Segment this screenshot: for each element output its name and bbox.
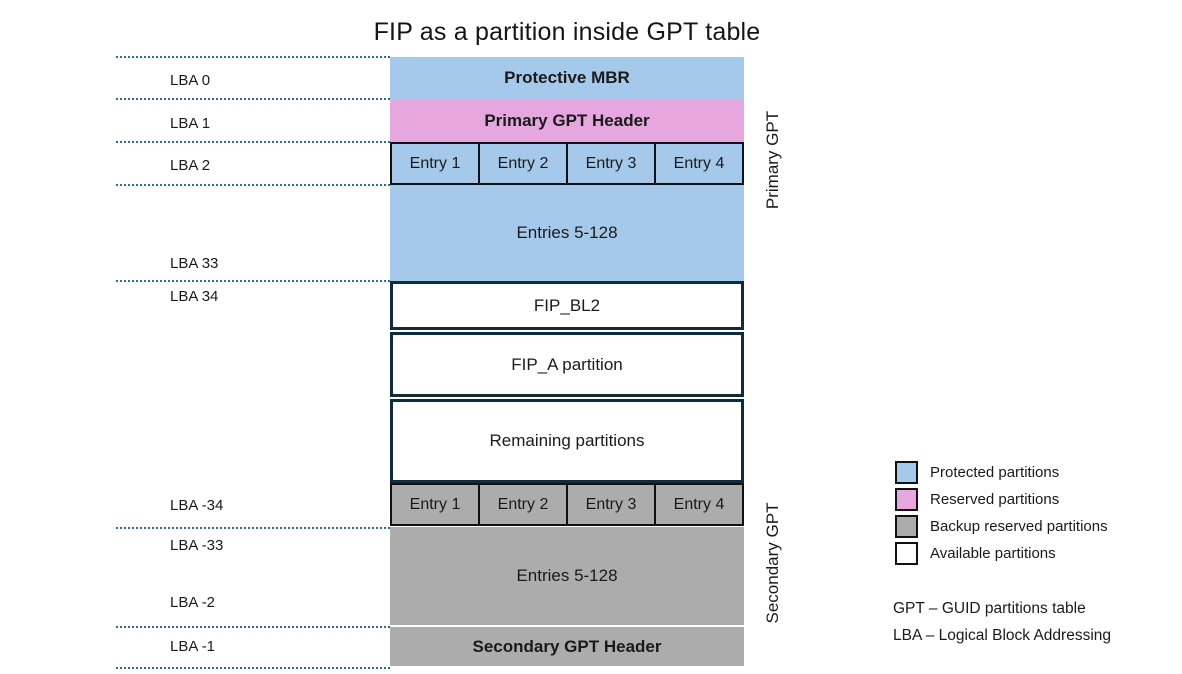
legend-item: Available partitions bbox=[895, 542, 1108, 565]
legend-item: Backup reserved partitions bbox=[895, 515, 1108, 538]
entry-cell: Entry 2 bbox=[480, 142, 568, 185]
legend: Protected partitions Reserved partitions… bbox=[895, 461, 1108, 569]
lba-label-33: LBA 33 bbox=[170, 255, 219, 272]
lba-label-34: LBA 34 bbox=[170, 288, 219, 305]
side-label-primary-gpt: Primary GPT bbox=[763, 110, 782, 210]
dotted-line bbox=[116, 527, 390, 529]
block-primary-entry-row: Entry 1 Entry 2 Entry 3 Entry 4 bbox=[390, 142, 744, 185]
lba-label-neg33: LBA -33 bbox=[170, 537, 224, 554]
side-label-secondary-gpt: Secondary GPT bbox=[763, 502, 782, 624]
lba-label-neg34: LBA -34 bbox=[170, 497, 224, 514]
entry-cell: Entry 4 bbox=[656, 483, 744, 526]
dotted-line bbox=[116, 667, 390, 669]
block-secondary-entry-row: Entry 1 Entry 2 Entry 3 Entry 4 bbox=[390, 483, 744, 526]
dotted-line bbox=[116, 184, 390, 186]
block-remaining-partitions: Remaining partitions bbox=[390, 399, 744, 483]
block-secondary-gpt-header: Secondary GPT Header bbox=[390, 627, 744, 666]
entry-cell: Entry 1 bbox=[390, 483, 480, 526]
block-primary-entries-5-128: Entries 5-128 bbox=[390, 185, 744, 281]
block-protective-mbr: Protective MBR bbox=[390, 57, 744, 99]
legend-item: Protected partitions bbox=[895, 461, 1108, 484]
dotted-line bbox=[116, 280, 390, 282]
lba-label-1: LBA 1 bbox=[170, 115, 211, 132]
note-gpt-abbreviation: GPT – GUID partitions table bbox=[893, 600, 1086, 617]
entry-cell: Entry 3 bbox=[568, 142, 656, 185]
dotted-line bbox=[116, 56, 390, 58]
legend-item: Reserved partitions bbox=[895, 488, 1108, 511]
lba-label-0: LBA 0 bbox=[170, 72, 211, 89]
block-fip-bl2: FIP_BL2 bbox=[390, 281, 744, 330]
entry-cell: Entry 3 bbox=[568, 483, 656, 526]
dotted-line bbox=[116, 141, 390, 143]
legend-label: Available partitions bbox=[930, 545, 1056, 562]
entry-row: Entry 1 Entry 2 Entry 3 Entry 4 bbox=[390, 483, 744, 526]
dotted-line bbox=[116, 626, 390, 628]
entry-cell: Entry 1 bbox=[390, 142, 480, 185]
legend-label: Protected partitions bbox=[930, 464, 1060, 481]
page-title: FIP as a partition inside GPT table bbox=[373, 18, 761, 46]
legend-swatch-reserved bbox=[895, 488, 918, 511]
block-primary-gpt-header: Primary GPT Header bbox=[390, 99, 744, 142]
legend-swatch-protected bbox=[895, 461, 918, 484]
lba-label-2: LBA 2 bbox=[170, 157, 211, 174]
lba-label-neg2: LBA -2 bbox=[170, 594, 216, 611]
legend-label: Reserved partitions bbox=[930, 491, 1060, 508]
legend-swatch-backup bbox=[895, 515, 918, 538]
entry-cell: Entry 4 bbox=[656, 142, 744, 185]
dotted-line bbox=[116, 98, 390, 100]
entry-row: Entry 1 Entry 2 Entry 3 Entry 4 bbox=[390, 142, 744, 185]
legend-label: Backup reserved partitions bbox=[930, 518, 1108, 535]
note-lba-abbreviation: LBA – Logical Block Addressing bbox=[893, 627, 1111, 644]
block-secondary-entries-5-128: Entries 5-128 bbox=[390, 527, 744, 625]
entry-cell: Entry 2 bbox=[480, 483, 568, 526]
block-fip-a-partition: FIP_A partition bbox=[390, 332, 744, 397]
lba-label-neg1: LBA -1 bbox=[170, 638, 216, 655]
legend-swatch-available bbox=[895, 542, 918, 565]
